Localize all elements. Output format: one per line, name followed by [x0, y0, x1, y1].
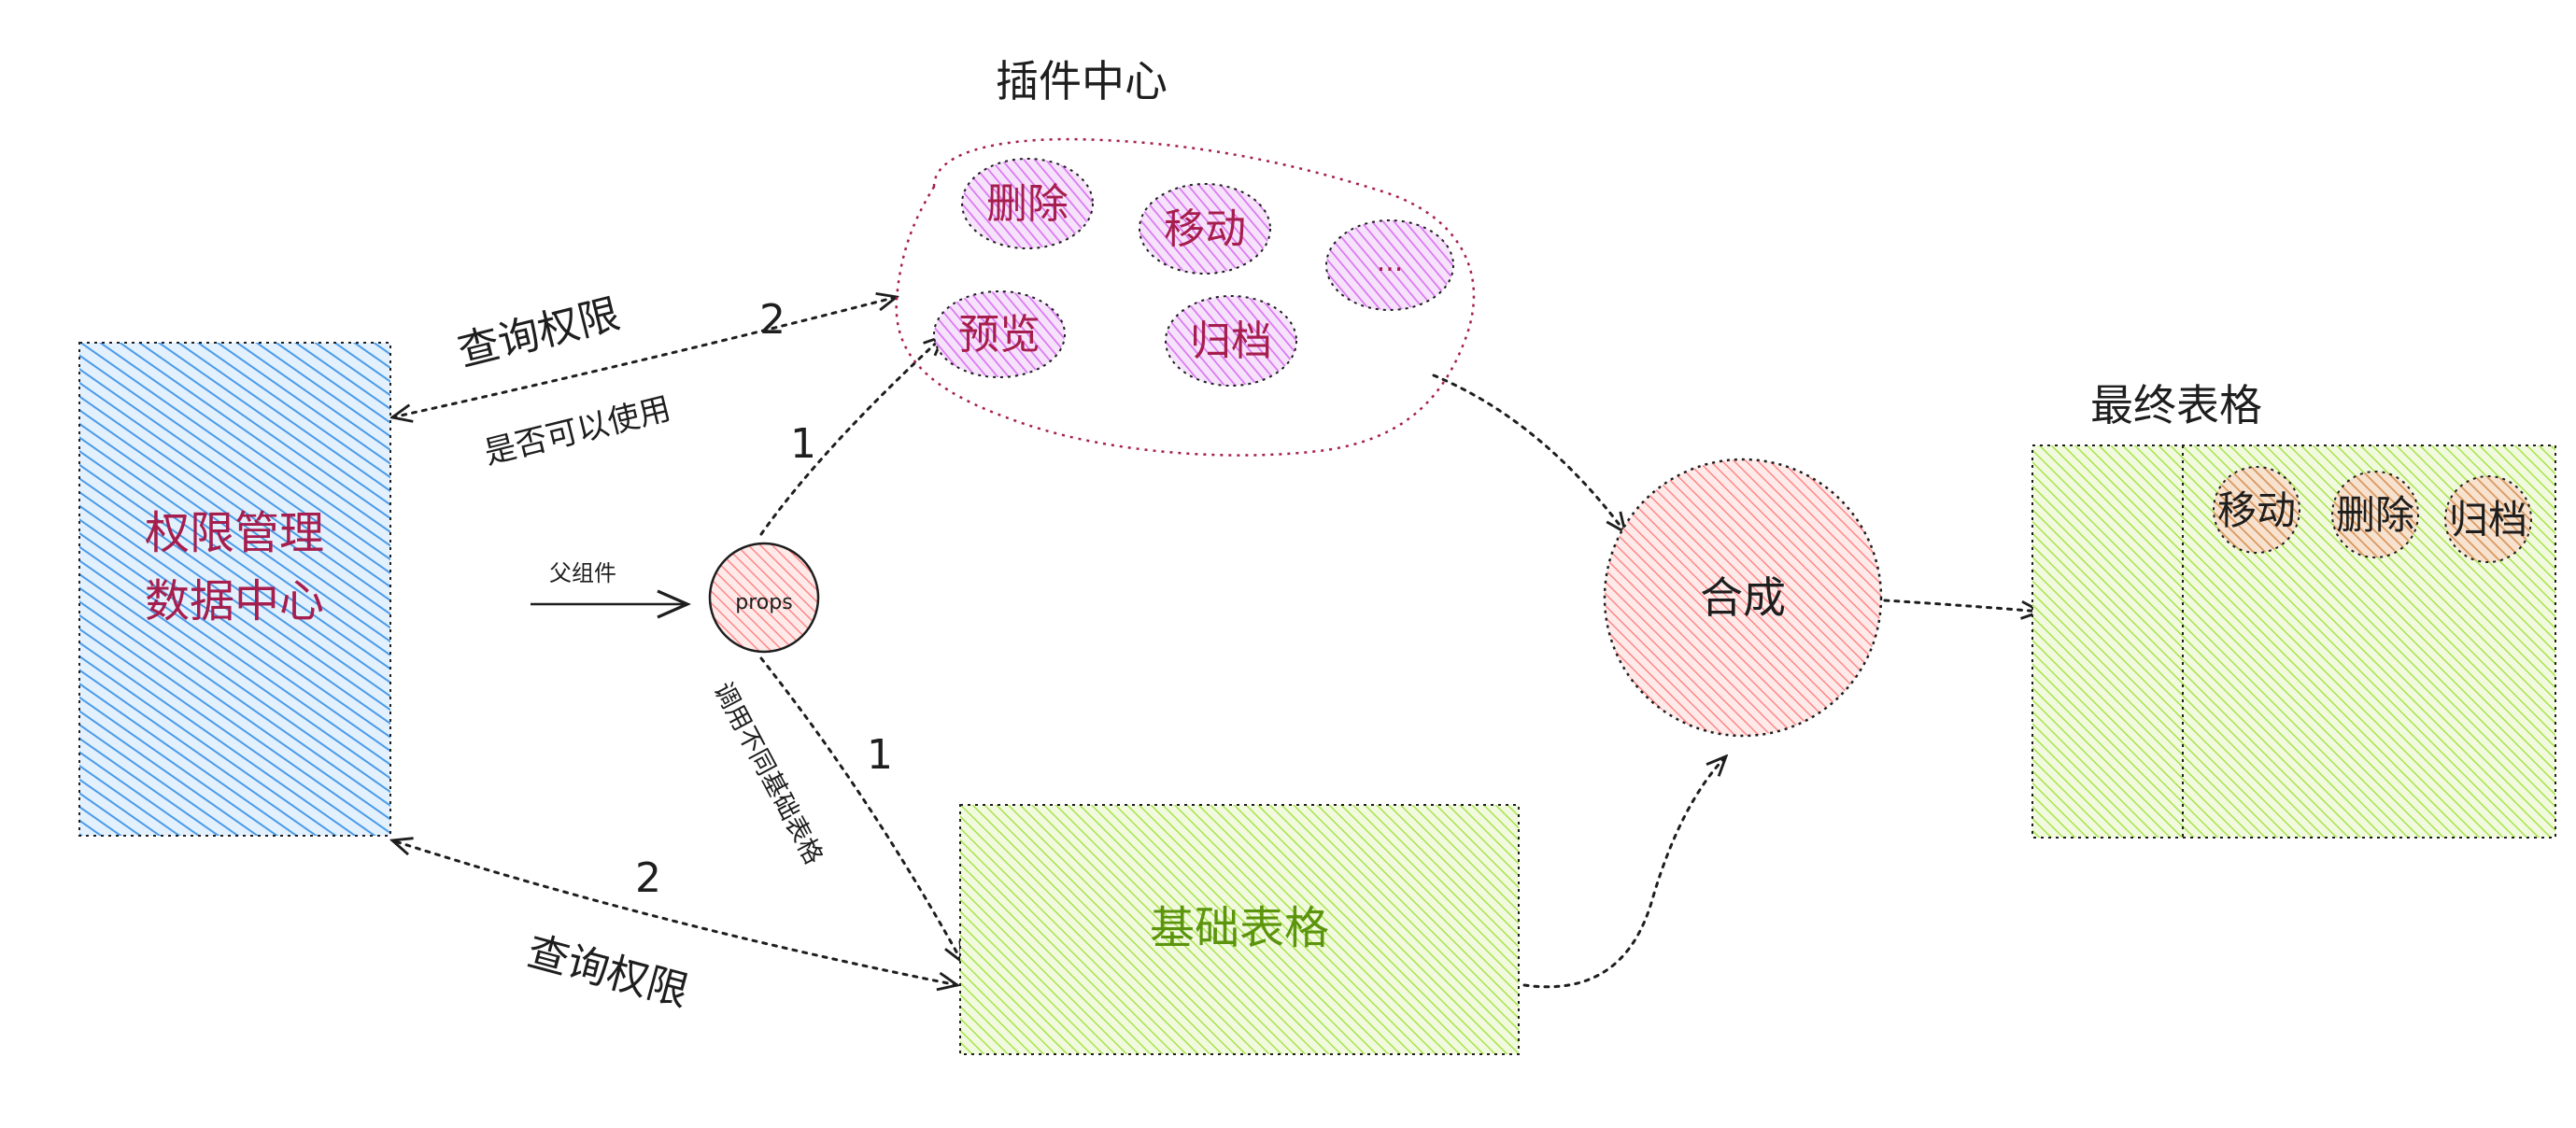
permission-center-line1: 权限管理	[145, 507, 324, 559]
query-permission-bottom-number: 2	[635, 854, 661, 902]
query-permission-top-number: 2	[759, 296, 786, 344]
final-table-title: 最终表格	[2090, 380, 2262, 430]
base-table-node: 基础表格	[959, 804, 1520, 1055]
final-plugin-archive-label: 归档	[2449, 497, 2527, 543]
props-plugins-number: 1	[790, 420, 816, 468]
edge-basetable-permission	[392, 840, 957, 985]
final-plugin-move-label: 移动	[2217, 487, 2296, 533]
final-plugin-archive: 归档	[2444, 475, 2532, 563]
query-permission-bottom-label: 查询权限	[522, 927, 693, 1016]
final-table-node: 最终表格 移动 删除 归档	[2031, 380, 2556, 839]
plugin-more: ...	[1325, 219, 1454, 311]
plugin-move-label: 移动	[1164, 205, 1246, 253]
plugin-archive-label: 归档	[1190, 317, 1272, 365]
edge-compose-final	[1883, 599, 2041, 612]
base-table-label: 基础表格	[1150, 902, 1329, 954]
can-use-label: 是否可以使用	[481, 390, 675, 472]
final-plugin-delete-label: 删除	[2336, 492, 2414, 538]
edge-basetable-compose	[1522, 756, 1726, 989]
permission-center-line2: 数据中心	[145, 575, 324, 627]
query-permission-top-label: 查询权限	[453, 290, 624, 376]
plugin-delete-label: 删除	[986, 180, 1069, 228]
compose-node: 合成	[1603, 458, 1883, 738]
connectors	[392, 297, 2041, 987]
plugin-preview-label: 预览	[958, 311, 1040, 359]
permission-center-node: 权限管理 数据中心	[78, 342, 391, 837]
props-node: props	[708, 542, 820, 654]
plugin-archive: 归档	[1165, 295, 1297, 387]
plugin-delete: 删除	[961, 158, 1094, 249]
plugin-more-label: ...	[1377, 246, 1404, 278]
plugin-preview: 预览	[933, 290, 1066, 378]
plugin-center-title: 插件中心	[996, 56, 1168, 106]
parent-component-label: 父组件	[549, 560, 616, 586]
compose-label: 合成	[1700, 572, 1786, 623]
edge-plugins-compose	[1432, 374, 1625, 532]
edge-props-plugins	[759, 336, 943, 536]
plugin-center-node: 插件中心 删除 移动 ... 预览 归档	[895, 56, 1476, 457]
props-table-number: 1	[867, 731, 893, 779]
final-plugin-delete: 删除	[2331, 471, 2419, 558]
final-plugin-move: 移动	[2213, 466, 2300, 554]
props-label: props	[735, 591, 792, 614]
edge-props-basetable	[759, 656, 962, 962]
edge-permission-plugins	[392, 297, 897, 417]
plugin-move: 移动	[1139, 183, 1271, 275]
call-tables-label: 调用不同基础表格	[708, 678, 828, 869]
